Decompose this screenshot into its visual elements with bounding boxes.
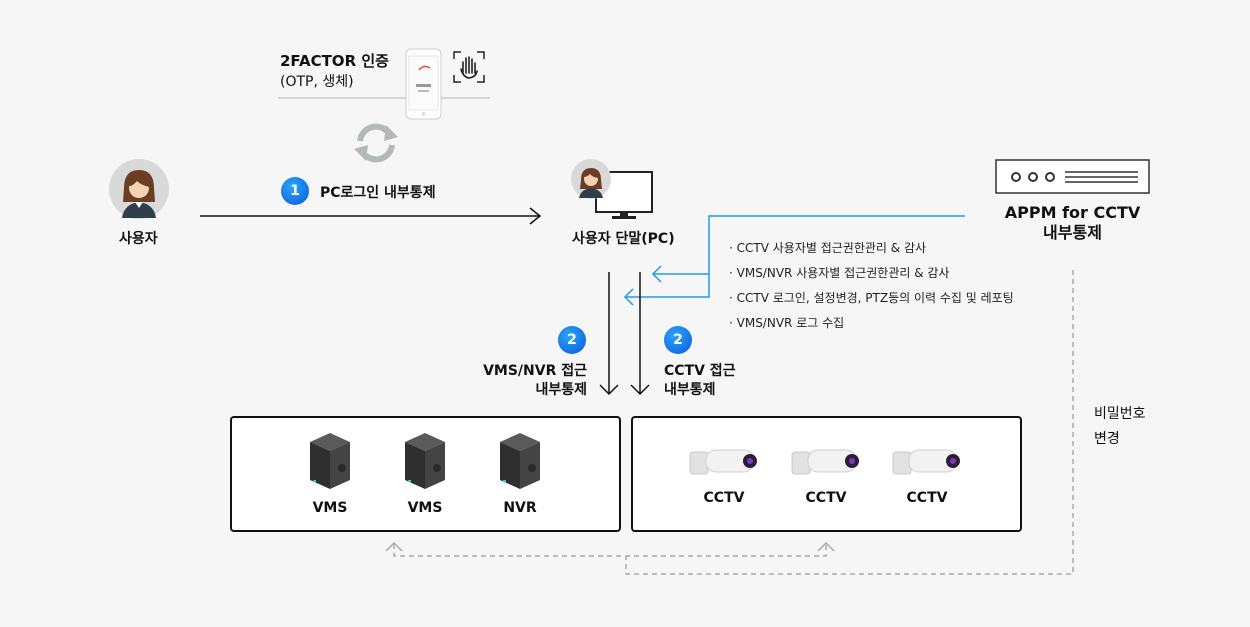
server-item	[498, 432, 542, 494]
appm-title-line1: APPM for CCTV	[1004, 203, 1141, 222]
feature-item: · VMS/NVR 로그 수집	[729, 316, 845, 330]
server-label: NVR	[503, 500, 537, 516]
user-label: 사용자	[119, 231, 158, 247]
step2b-badge: 2	[664, 326, 692, 354]
appm-title: APPM for CCTV 내부통제	[985, 203, 1160, 243]
cctv-camera-icon	[689, 449, 757, 475]
cctv-label: CCTV	[805, 490, 847, 506]
appm-control-lines	[623, 215, 965, 306]
feature-item: · VMS/NVR 사용자별 접근권한관리 & 감사	[729, 266, 950, 280]
phone-otp-icon	[405, 48, 442, 120]
cctv-item	[892, 446, 963, 482]
step2a-label: VMS/NVR 접근 내부통제	[440, 362, 587, 400]
step2a-line2: 내부통제	[535, 382, 587, 398]
login-arrow	[200, 207, 542, 225]
step2a-line1: VMS/NVR 접근	[483, 363, 587, 379]
appm-title-line2: 내부통제	[1043, 223, 1102, 242]
feature-item: · CCTV 사용자별 접근권한관리 & 감사	[729, 241, 927, 255]
feature-list: · CCTV 사용자별 접근권한관리 & 감사 · VMS/NVR 사용자별 접…	[729, 236, 1014, 336]
server-label: VMS	[407, 500, 443, 516]
step2b-label: CCTV 접근 내부통제	[664, 362, 736, 400]
server-item	[403, 432, 447, 494]
step2b-line1: CCTV 접근	[664, 363, 736, 379]
cctv-item	[689, 446, 760, 482]
twofactor-divider	[278, 97, 490, 99]
access-arrows	[599, 272, 650, 396]
step2b-line2: 내부통제	[664, 382, 716, 398]
step1-badge: 1	[281, 177, 309, 205]
password-line1: 비밀번호	[1094, 406, 1146, 422]
feature-item: · CCTV 로그인, 설정변경, PTZ등의 이력 수집 및 레포팅	[729, 291, 1014, 305]
sync-icon	[354, 123, 398, 163]
step2a-badge: 2	[558, 326, 586, 354]
server-icon	[405, 433, 445, 489]
password-line2: 변경	[1094, 431, 1120, 447]
biometric-scan-icon	[453, 51, 485, 83]
cctv-camera-icon	[791, 449, 859, 475]
pc-label: 사용자 단말(PC)	[572, 231, 675, 247]
cctv-camera-icon	[892, 449, 960, 475]
user-avatar	[109, 159, 169, 219]
server-item	[308, 432, 352, 494]
appm-device-icon	[995, 159, 1150, 194]
password-change-dashed-line	[385, 270, 1074, 575]
cctv-label: CCTV	[703, 490, 745, 506]
twofactor-subtitle: (OTP, 생체)	[280, 74, 354, 90]
server-icon	[310, 433, 350, 489]
server-label: VMS	[312, 500, 348, 516]
cctv-label: CCTV	[906, 490, 948, 506]
password-change-label: 비밀번호 변경	[1094, 402, 1146, 452]
step1-label: PC로그인 내부통제	[320, 185, 436, 201]
twofactor-title: 2FACTOR 인증	[280, 52, 389, 70]
cctv-item	[791, 446, 862, 482]
server-icon	[500, 433, 540, 489]
pc-monitor-icon	[571, 159, 653, 219]
